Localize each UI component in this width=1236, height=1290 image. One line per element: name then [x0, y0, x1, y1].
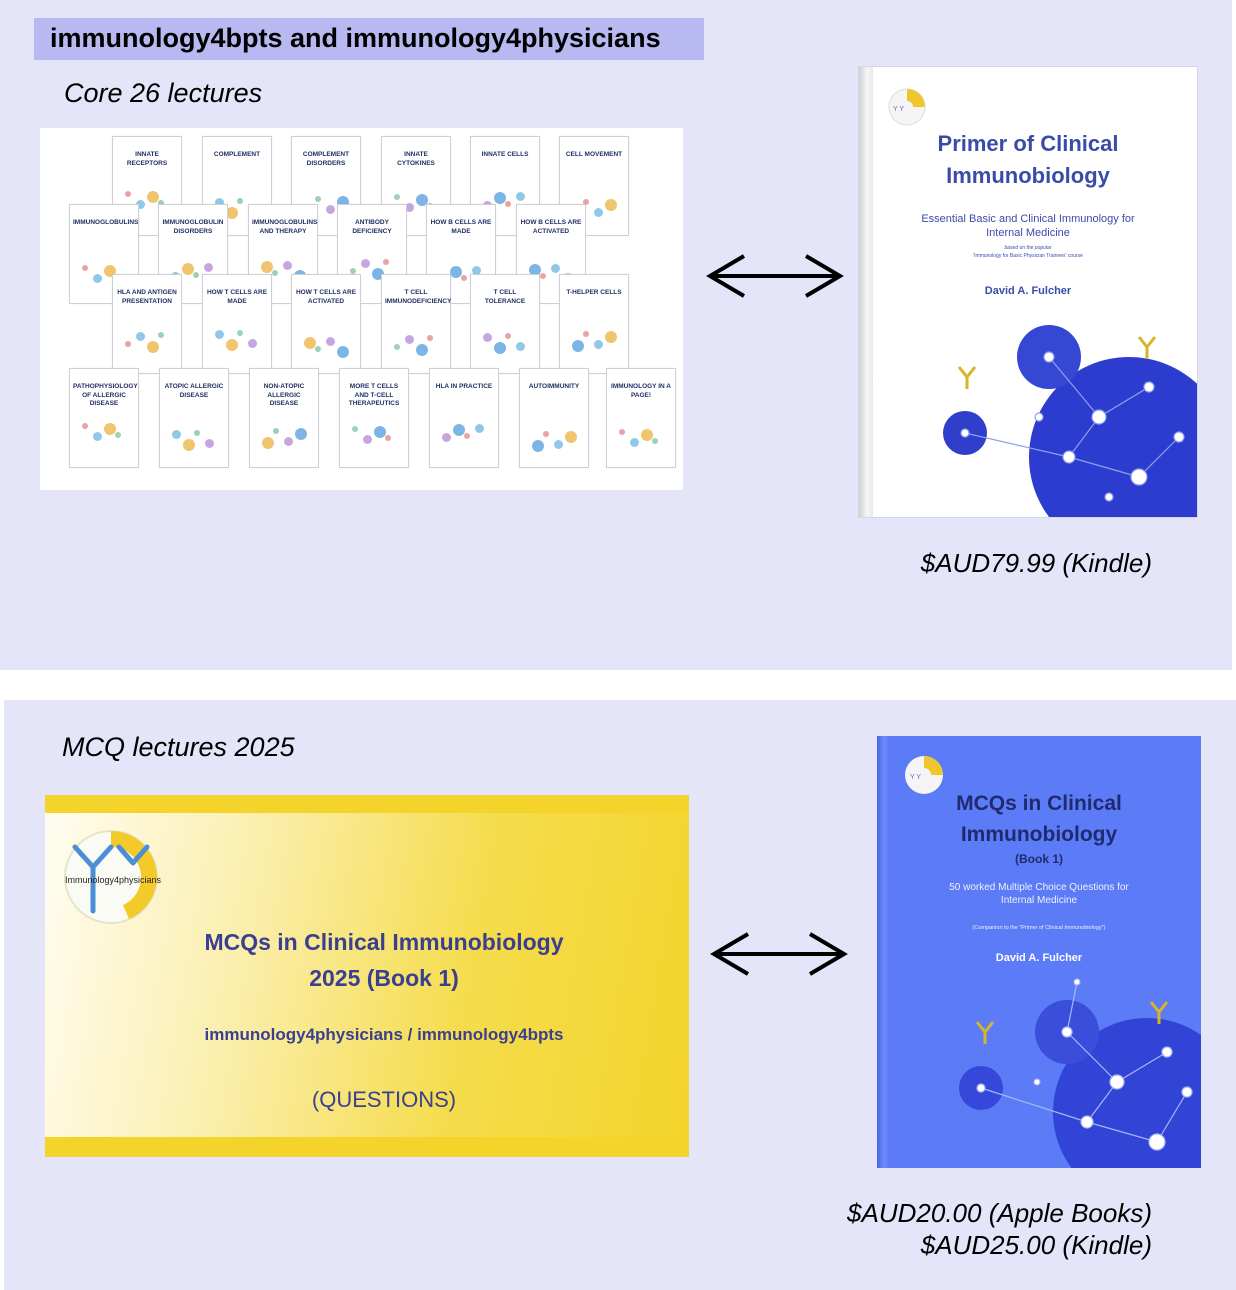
lecture-card-title: HLA AND ANTIGEN PRESENTATION: [117, 289, 177, 305]
primer-title-line1: Primer of Clinical: [937, 131, 1119, 156]
lecture-card-title: IMMUNOGLOBULINS AND THERAPY: [252, 219, 318, 235]
lecture-card-title: T CELL IMMUNODEFICIENCY: [385, 289, 452, 305]
mcq-price-kindle: $AUD25.00 (Kindle): [920, 1230, 1152, 1260]
core-lectures-label: Core 26 lectures: [64, 78, 263, 108]
lecture-card[interactable]: T CELL IMMUNODEFICIENCY: [381, 274, 451, 374]
lecture-card[interactable]: T-HELPER CELLS: [559, 274, 629, 374]
lecture-card[interactable]: NON-ATOPIC ALLERGIC DISEASE: [249, 368, 319, 468]
lecture-card[interactable]: ATOPIC ALLERGIC DISEASE: [159, 368, 229, 468]
lecture-card-illustration: [125, 329, 169, 359]
lecture-card-title: MORE T CELLS AND T-CELL THERAPEUTICS: [348, 383, 400, 407]
primer-price: $AUD79.99 (Kindle): [920, 548, 1152, 578]
primer-author: David A. Fulcher: [984, 285, 1072, 297]
lecture-card-illustration: [442, 423, 486, 453]
mcq-title-slide[interactable]: Immunology4physicians MCQs in Clinical I…: [45, 795, 689, 1157]
double-arrow-icon: [710, 932, 848, 976]
slide-title-line2: 2025 (Book 1): [309, 965, 459, 991]
lecture-card-title: IMMUNOGLOBULINS: [73, 219, 139, 226]
primer-based-on: based on the popular: [1004, 245, 1052, 251]
slide-bottom-bar: [45, 1137, 689, 1157]
slide-title-line1: MCQs in Clinical Immunobiology: [204, 929, 564, 955]
lecture-card-title: HOW B CELLS ARE ACTIVATED: [520, 219, 582, 235]
lecture-card-illustration: [262, 423, 307, 453]
lecture-card[interactable]: HOW T CELLS ARE MADE: [202, 274, 272, 374]
slide-logo-text: Immunology4physicians: [65, 875, 162, 885]
lecture-card[interactable]: PATHOPHYSIOLOGY OF ALLERGIC DISEASE: [69, 368, 139, 468]
logo-icon: Y Y: [888, 88, 926, 126]
molecule-network-art: [943, 325, 1197, 517]
svg-text:Y Y: Y Y: [893, 106, 904, 113]
double-arrow-icon: [706, 254, 844, 298]
lecture-card-title: T CELL TOLERANCE: [484, 289, 526, 305]
lecture-card-illustration: [215, 329, 259, 359]
lecture-card[interactable]: T CELL TOLERANCE: [470, 274, 540, 374]
mcq-book-cover[interactable]: Y Y MCQs in Clinical Immunobiology (Book…: [877, 736, 1201, 1168]
lecture-card[interactable]: MORE T CELLS AND T-CELL THERAPEUTICS: [339, 368, 409, 468]
lecture-card-title: HOW T CELLS ARE MADE: [206, 289, 268, 305]
lecture-card-illustration: [125, 191, 169, 221]
slide-kind: (QUESTIONS): [311, 1087, 457, 1112]
page-header-tag: immunology4bpts and immunology4physician…: [34, 18, 704, 60]
lecture-card[interactable]: HLA IN PRACTICE: [429, 368, 499, 468]
lecture-card-title: IMMUNOLOGY IN A PAGE!: [611, 383, 671, 399]
mcq-book-author: David A. Fulcher: [995, 952, 1083, 964]
lecture-card-title: ATOPIC ALLERGIC DISEASE: [164, 383, 224, 399]
slide-sites: immunology4physicians / immunology4bpts: [204, 1025, 564, 1044]
immunology4physicians-logo-icon: [64, 830, 158, 924]
lecture-card[interactable]: HOW T CELLS ARE ACTIVATED: [291, 274, 361, 374]
lecture-card[interactable]: INNATE CYTOKINES: [381, 136, 451, 236]
lecture-card-title: HOW T CELLS ARE ACTIVATED: [295, 289, 357, 305]
mcq-book-number: (Book 1): [1015, 852, 1063, 866]
mcq-book-subtitle-line2: Internal Medicine: [1000, 895, 1078, 906]
mcq-book-subtitle-line1: 50 worked Multiple Choice Questions for: [949, 882, 1129, 893]
svg-text:Y Y: Y Y: [910, 774, 921, 781]
lecture-card[interactable]: HLA AND ANTIGEN PRESENTATION: [112, 274, 182, 374]
lecture-card-illustration: [619, 423, 663, 453]
lecture-card-title: CELL MOVEMENT: [565, 151, 623, 158]
lecture-card-illustration: [304, 329, 349, 359]
mcq-lectures-label: MCQ lectures 2025: [62, 732, 295, 762]
lecture-card-title: HOW B CELLS ARE MADE: [430, 219, 492, 235]
lecture-card[interactable]: AUTOIMMUNITY: [519, 368, 589, 468]
mcq-book-companion: (Companion to the "Primer of Clinical Im…: [972, 925, 1106, 931]
lecture-card-illustration: [532, 423, 577, 453]
lecture-card-title: PATHOPHYSIOLOGY OF ALLERGIC DISEASE: [73, 383, 138, 407]
primer-subtitle-line2: Internal Medicine: [986, 227, 1070, 239]
lecture-card-illustration: [483, 329, 527, 359]
lecture-card-title: AUTOIMMUNITY: [528, 383, 580, 390]
lecture-card-illustration: [394, 329, 438, 359]
lecture-card-title: INNATE CELLS: [481, 151, 529, 158]
lecture-card-illustration: [82, 423, 126, 453]
lecture-card-title: INNATE CYTOKINES: [397, 151, 435, 167]
lecture-card-illustration: [352, 423, 396, 453]
lecture-card-title: T-HELPER CELLS: [566, 289, 622, 296]
lecture-slides-collage: INNATE RECEPTORS COMPLEMENT COMPLEMENT DIS…: [40, 128, 683, 490]
book-spine: [877, 736, 889, 1168]
lecture-card-title: IMMUNOGLOBULIN DISORDERS: [162, 219, 224, 235]
slide-top-bar: [45, 795, 689, 813]
lecture-card-title: INNATE RECEPTORS: [126, 151, 168, 167]
lecture-card-title: HLA IN PRACTICE: [435, 383, 493, 390]
lecture-card-title: COMPLEMENT DISORDERS: [302, 151, 350, 167]
primer-title-line2: Immunobiology: [946, 163, 1110, 188]
lecture-card-title: NON-ATOPIC ALLERGIC DISEASE: [263, 383, 305, 407]
book-spine: [859, 67, 873, 517]
lecture-card-title: COMPLEMENT: [213, 151, 261, 158]
primer-book-cover[interactable]: Y Y Primer of Clinical Immunobiology Ess…: [858, 66, 1198, 518]
primer-subtitle-line1: Essential Basic and Clinical Immunology …: [921, 213, 1135, 225]
lecture-card-illustration: [572, 329, 617, 359]
logo-icon: Y Y: [905, 756, 943, 794]
lecture-card-title: ANTIBODY DEFICIENCY: [352, 219, 392, 235]
mcq-price-apple: $AUD20.00 (Apple Books): [847, 1198, 1152, 1228]
lecture-card[interactable]: IMMUNOLOGY IN A PAGE!: [606, 368, 676, 468]
lecture-card-illustration: [172, 423, 216, 453]
mcq-book-title-line2: Immunobiology: [960, 823, 1118, 846]
molecule-network-art: [959, 978, 1201, 1168]
primer-course: 'Immunology for Basic Physician Trainees…: [973, 253, 1083, 259]
mcq-book-title-line1: MCQs in Clinical: [956, 792, 1122, 815]
